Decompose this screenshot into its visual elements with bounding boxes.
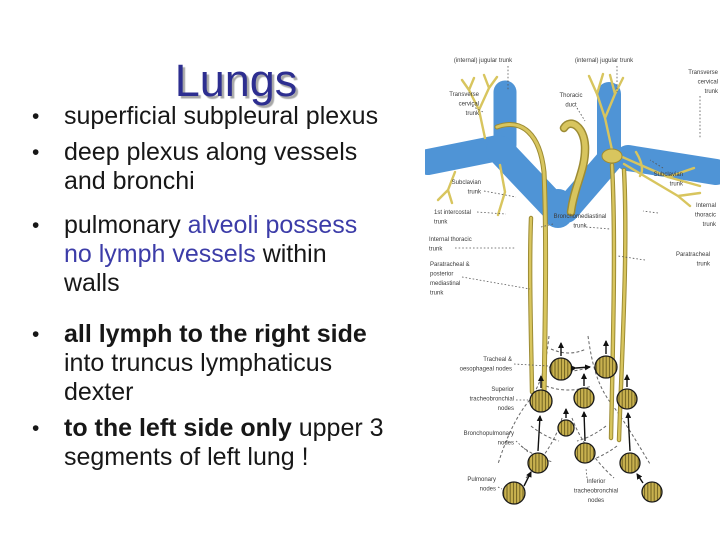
lymph-node bbox=[573, 387, 595, 409]
leader-lines bbox=[455, 66, 701, 490]
lymph-node bbox=[619, 452, 641, 474]
lymph-node bbox=[529, 389, 553, 413]
bullet-item: • superficial subpleural plexus bbox=[30, 102, 398, 131]
veins-group bbox=[425, 80, 720, 228]
diagram-label: (internal) jugular trunk bbox=[575, 58, 634, 64]
bullet-marker: • bbox=[32, 417, 40, 440]
lymph-node bbox=[594, 355, 618, 379]
flow-arrows bbox=[523, 340, 644, 487]
bullet-marker: • bbox=[32, 141, 40, 164]
bullet-list: • superficial subpleural plexus • deep plex… bbox=[30, 102, 398, 479]
diagram-label: (internal) jugular trunk bbox=[454, 58, 513, 64]
bullet-marker: • bbox=[32, 105, 40, 128]
lymph-trunks-group bbox=[436, 72, 702, 443]
slide-title: Lungs bbox=[174, 55, 298, 107]
diagram-label: Tracheal &oesophageal nodes bbox=[460, 357, 512, 373]
diagram-labels-group: (internal) jugular trunk (internal) jugul… bbox=[429, 58, 719, 504]
bullet-text: superficial subpleural plexus bbox=[64, 102, 379, 130]
lymph-node bbox=[574, 442, 596, 464]
lymph-nodes-group bbox=[502, 355, 663, 505]
bullet-marker: • bbox=[32, 214, 40, 237]
lymph-node bbox=[641, 481, 663, 503]
lung-lymphatics-diagram: (internal) jugular trunk (internal) jugul… bbox=[425, 58, 720, 505]
lymph-node bbox=[557, 419, 575, 437]
lymph-node bbox=[527, 452, 549, 474]
lymph-node bbox=[502, 481, 526, 505]
lymph-knot bbox=[601, 148, 623, 164]
lymph-node bbox=[549, 357, 573, 381]
lymph-node bbox=[616, 388, 638, 410]
bullet-marker: • bbox=[32, 323, 40, 346]
